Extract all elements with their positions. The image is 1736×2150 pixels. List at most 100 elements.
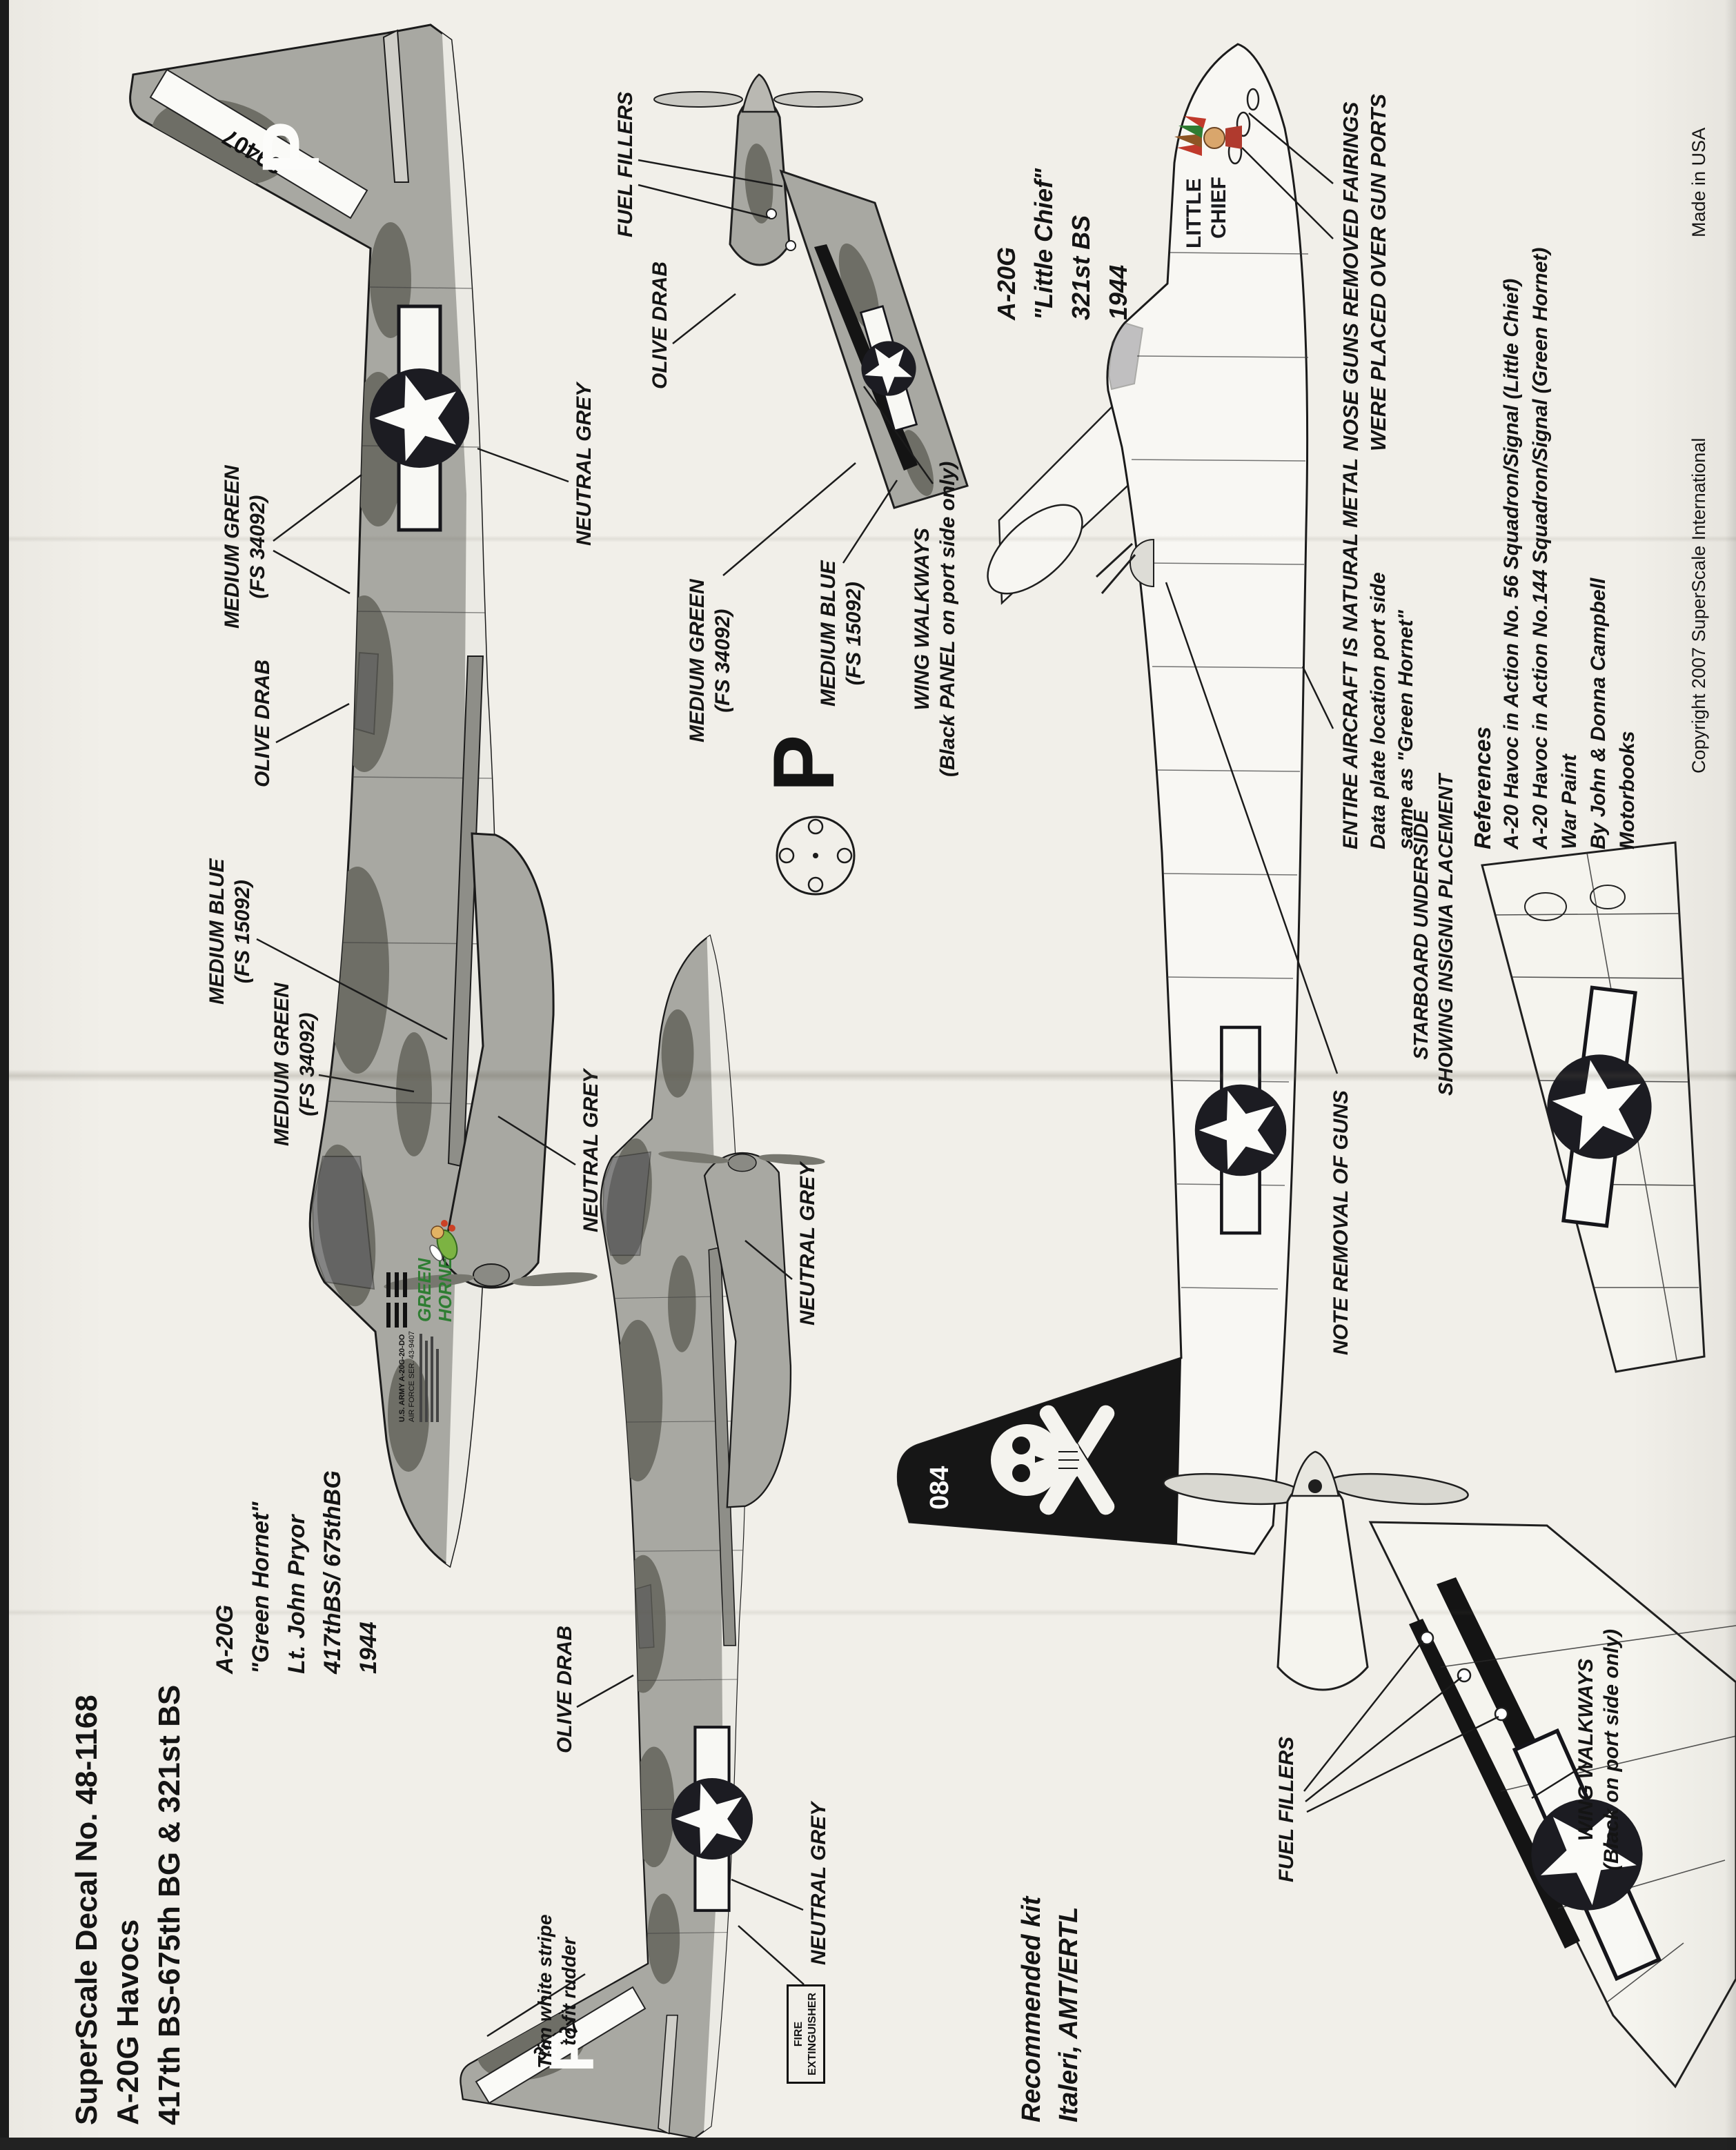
label-line: WING WALKWAYS — [911, 528, 934, 711]
label-fuel-fillers-top: FUEL FILLERS — [613, 92, 638, 237]
label-medium-blue-top: MEDIUM BLUE (FS 15092) — [816, 560, 867, 707]
label-fuel-fillers-wing: FUEL FILLERS — [1274, 1737, 1299, 1882]
label-line: STARBOARD UNDERSIDE — [1410, 809, 1432, 1060]
label-olive-drab: OLIVE DRAB — [250, 660, 275, 787]
recommended-kit: Recommended kit Italeri, AMT/ERTL — [1013, 1897, 1087, 2122]
label-line: OLIVE DRAB — [649, 261, 671, 389]
label-nose-guns: NOSE GUNS REMOVED FAIRINGS WERE PLACED O… — [1337, 94, 1392, 451]
little-chief-fuselage — [896, 43, 1309, 1555]
label-line: EXTINGUISHER — [807, 1992, 818, 2075]
insignia-placement-diagram: P — [756, 735, 856, 896]
references-heading: References — [1470, 727, 1495, 849]
plane4-tail-code: P — [537, 2031, 607, 2073]
label-line: NOSE GUNS REMOVED FAIRINGS — [1339, 101, 1363, 451]
green-hornet-caption: A-20G "Green Hornet" Lt. John Pryor 417t… — [207, 1470, 386, 1674]
reference-item: By John & Donna Campbell — [1587, 578, 1610, 849]
label-line: FUEL FILLERS — [614, 91, 637, 237]
little-chief-caption: A-20G "Little Chief" 321st BS 1944 — [988, 168, 1137, 320]
chief-figure — [1174, 116, 1242, 156]
reference-item: A-20 Havoc in Action No.144 Squadron/Sig… — [1529, 247, 1552, 849]
caption-line: "Little Chief" — [1029, 168, 1058, 320]
label-line: (FS 34092) — [711, 609, 734, 713]
label-line: ENTIRE AIRCRAFT IS NATURAL METAL — [1339, 457, 1362, 849]
caption-line: 321st BS — [1067, 215, 1095, 320]
little-chief-tail-number: 084 — [925, 1466, 954, 1510]
scan-edge-left — [0, 0, 9, 2150]
label-line: WERE PLACED OVER GUN PORTS — [1366, 94, 1390, 451]
label-line: MEDIUM BLUE — [206, 858, 228, 1005]
label-wing-walkways-wing: WING WALKWAYS (Black on port side only) — [1573, 1629, 1624, 1871]
hornet-figure — [429, 1220, 458, 1261]
label-line: (FS 34092) — [296, 1012, 319, 1116]
tail-stripe — [475, 1986, 647, 2104]
label-line: MEDIUM GREEN — [686, 579, 709, 742]
engine-nacelle — [1276, 1480, 1369, 1691]
little-chief-side-view: 084 LITTLE CHIEF — [896, 43, 1309, 1555]
label-medium-green-top: MEDIUM GREEN (FS 34092) — [684, 579, 736, 742]
reference-item: War Paint — [1558, 754, 1581, 849]
data-plate-line: AIR FORCE SER. 43-9407 — [408, 1331, 416, 1422]
label-line: to fit rudder — [558, 1937, 580, 2046]
label-medium-green-fwd: MEDIUM GREEN (FS 34092) — [269, 983, 320, 1146]
data-plate-stencil: U.S. ARMY A-20G-20-DO AIR FORCE SER. 43-… — [398, 1331, 439, 1422]
label-line: OLIVE DRAB — [251, 659, 274, 787]
label-line: FUEL FILLERS — [1275, 1736, 1298, 1882]
label-line: Italeri, AMT/ERTL — [1054, 1906, 1083, 2122]
label-line: WING WALKWAYS — [1575, 1658, 1597, 1842]
copyright-notice: Copyright 2007 SuperScale International — [1688, 437, 1709, 773]
title-line: 417th BS-675th BG & 321st BS — [152, 1684, 186, 2125]
title-line: SuperScale Decal No. 48-1168 — [70, 1695, 103, 2125]
made-in-usa: Made in USA — [1688, 127, 1709, 237]
label-neutral-grey-port-fwd: NEUTRAL GREY — [795, 1163, 820, 1325]
label-line: MEDIUM BLUE — [817, 560, 840, 707]
label-natural-metal: ENTIRE AIRCRAFT IS NATURAL METAL Data pl… — [1337, 458, 1420, 849]
label-line: (Black on port side only) — [1600, 1628, 1623, 1871]
port-wing-top-view — [1163, 1450, 1736, 2089]
little-chief-nose-art: LITTLE CHIEF — [1174, 116, 1242, 248]
label-line: NEUTRAL GREY — [573, 382, 595, 546]
label-olive-drab-top: OLIVE DRAB — [647, 262, 673, 389]
label-line: MEDIUM GREEN — [270, 983, 293, 1146]
nose-art-text: GREEN — [414, 1257, 435, 1322]
caption-line: A-20G — [212, 1604, 238, 1674]
gun-port-fairings — [1227, 88, 1260, 165]
label-line: Trim white stripe — [534, 1914, 555, 2069]
label-olive-drab-port: OLIVE DRAB — [552, 1626, 578, 1753]
exhaust-louvers — [386, 1272, 407, 1328]
fuel-filler-caps — [1419, 1630, 1509, 1722]
label-line: SHOWING INSIGNIA PLACEMENT — [1435, 773, 1457, 1096]
label-neutral-grey-fwd: NEUTRAL GREY — [578, 1069, 604, 1232]
label-line: Data plate location port side — [1367, 572, 1390, 849]
label-wing-walkways-top: WING WALKWAYS (Black PANEL on port side … — [909, 462, 960, 777]
label-line: MEDIUM GREEN — [221, 465, 244, 629]
leader-lines — [256, 112, 1588, 2038]
label-line: FIRE — [793, 2021, 805, 2047]
dorsal-turret — [1130, 538, 1154, 588]
fire-extinguisher-callout: FIRE EXTINGUISHER — [787, 1984, 825, 2084]
label-line: (FS 15092) — [842, 582, 865, 686]
label-line: Recommended kit — [1017, 1896, 1046, 2122]
page-title: SuperScale Decal No. 48-1168 A-20G Havoc… — [66, 1685, 190, 2125]
label-medium-blue: MEDIUM BLUE (FS 15092) — [204, 858, 255, 1005]
green-hornet-nose-art: GREEN HORNET — [414, 1220, 458, 1322]
fuel-filler-caps — [766, 208, 796, 251]
caption-line: Lt. John Pryor — [284, 1515, 310, 1674]
label-note-removal-of-guns: NOTE REMOVAL OF GUNS — [1328, 1090, 1354, 1355]
starboard-underside-wing-view — [1481, 841, 1706, 1373]
label-line: NOTE REMOVAL OF GUNS — [1330, 1090, 1352, 1355]
label-line: NEUTRAL GREY — [580, 1069, 602, 1232]
references-block: References A-20 Havoc in Action No. 56 S… — [1468, 248, 1642, 849]
label-trim-stripe: Trim white stripe to fit rudder — [533, 1914, 581, 2069]
label-line: NEUTRAL GREY — [807, 1802, 830, 1965]
label-line: NEUTRAL GREY — [796, 1162, 819, 1325]
reference-item: Motorbooks — [1616, 731, 1639, 849]
label-line: (FS 15092) — [231, 880, 254, 984]
caption-line: 1944 — [355, 1621, 382, 1674]
label-line: OLIVE DRAB — [553, 1625, 576, 1753]
label-line: (FS 34092) — [246, 495, 269, 599]
top-view — [653, 73, 969, 509]
nose-art-text: LITTLE — [1183, 178, 1205, 248]
